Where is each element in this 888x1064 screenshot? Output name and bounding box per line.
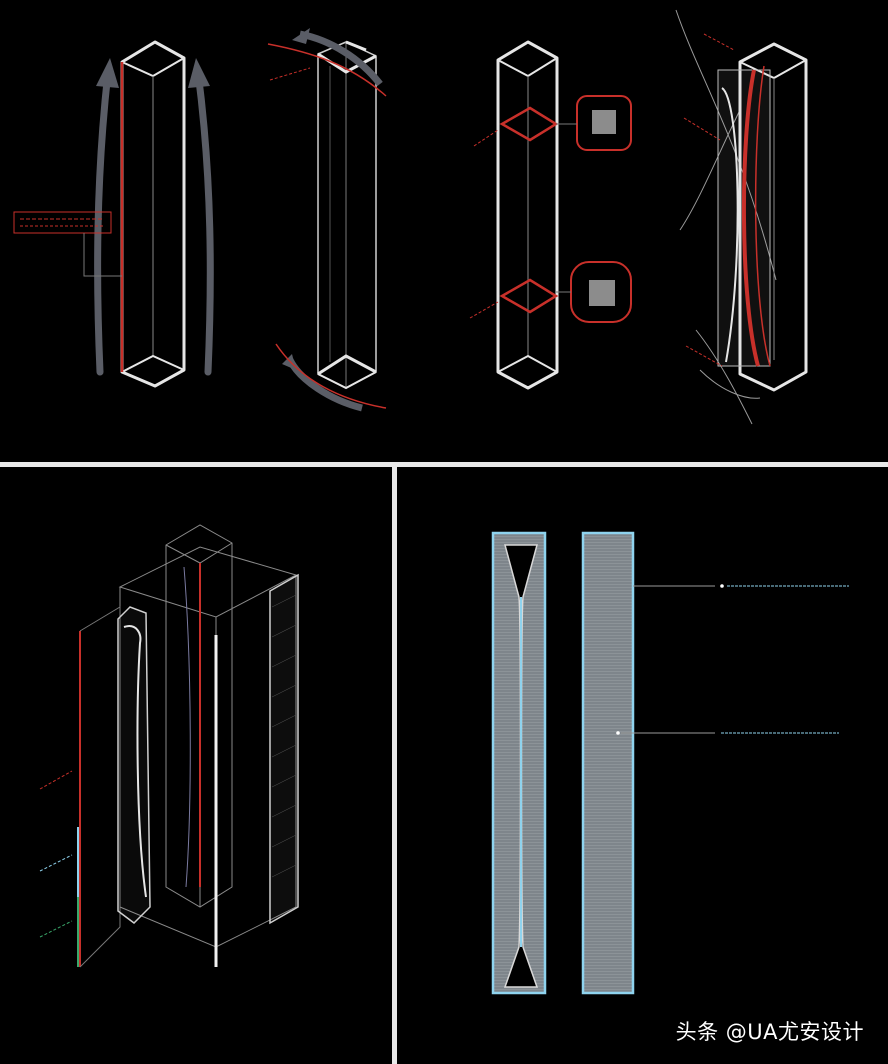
profile-solid <box>581 531 635 995</box>
top-panel <box>0 0 888 462</box>
bottom-right-panel <box>397 467 888 1064</box>
exploded-view-canvas <box>39 524 299 968</box>
curved-arrow-icon <box>194 68 214 376</box>
diagram-prism-front <box>13 40 214 388</box>
vertical-divider <box>392 467 397 1064</box>
diagram-prism-sections <box>469 40 632 390</box>
square-icon <box>589 280 615 306</box>
horizontal-divider <box>0 462 888 467</box>
profile-compare-canvas <box>491 531 849 995</box>
diagram-prism-wire <box>267 28 387 412</box>
watermark-text: 头条 @UA尤安设计 <box>675 1020 864 1044</box>
curved-arrow-icon <box>299 30 383 87</box>
top-diagram-canvas <box>13 9 808 425</box>
profile-with-slot <box>491 531 547 995</box>
square-icon <box>592 110 616 134</box>
curved-arrow-icon <box>94 68 112 376</box>
diagram-prism-slot <box>675 9 808 425</box>
rounded-square-icon <box>576 95 632 151</box>
bottom-left-panel <box>0 467 392 1064</box>
